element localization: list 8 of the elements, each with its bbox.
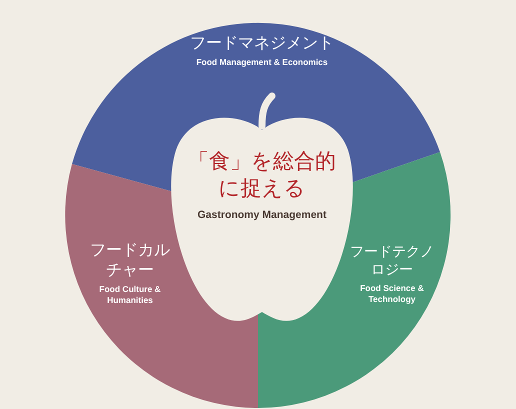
heading: フードテクノロジー (349, 244, 435, 279)
heading: フードカルチャー (89, 240, 171, 280)
subtitle: Gastronomy Management (196, 208, 328, 222)
heading: 「食」を総合的に捉える (187, 148, 337, 202)
subtitle: Food Management & Economics (195, 57, 329, 68)
subtitle: Food Culture & Humanities (98, 284, 162, 306)
subtitle: Food Science & Technology (359, 283, 425, 304)
heading: フードマネジメント (189, 33, 335, 53)
